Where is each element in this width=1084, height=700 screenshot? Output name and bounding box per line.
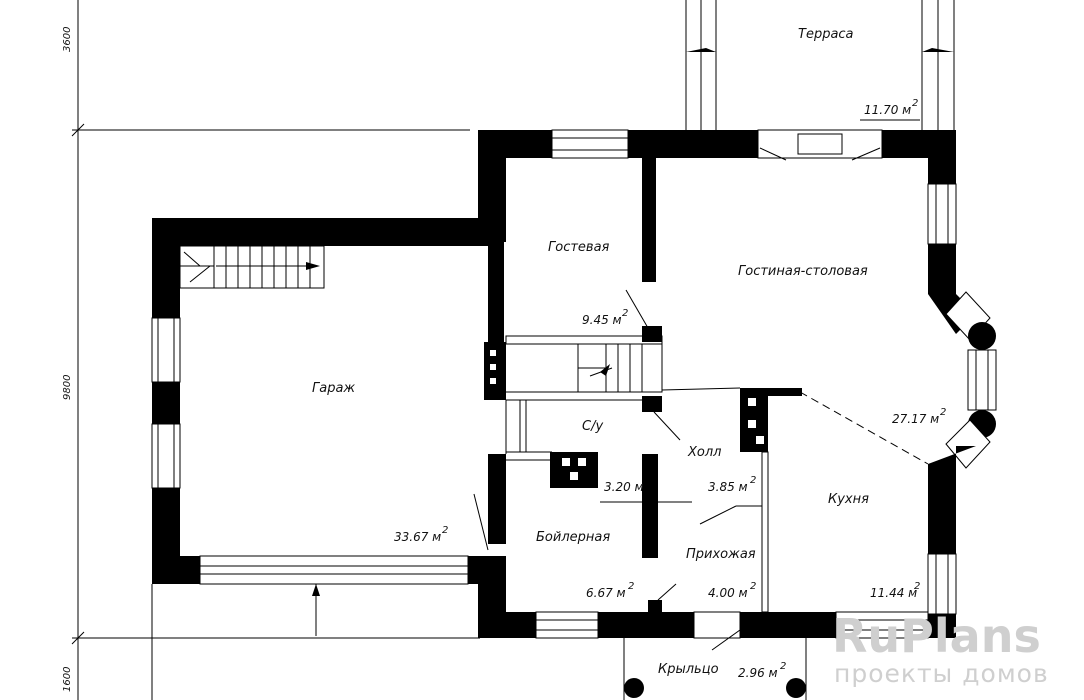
area-superscript: 2 <box>750 581 756 592</box>
terrace-outline <box>685 0 955 130</box>
dimension-middle: 9800 <box>62 375 73 400</box>
room-area-terrace: 11.70 м <box>864 103 911 117</box>
room-area-boiler: 6.67 м <box>586 586 626 600</box>
area-superscript: 2 <box>628 581 634 592</box>
room-name-wc: С/у <box>582 419 603 434</box>
room-area-hall: 3.85 м <box>708 480 748 494</box>
area-superscript: 2 <box>622 308 628 319</box>
garage-walls <box>151 218 504 584</box>
room-area-wc: 3.20 м <box>604 480 644 494</box>
area-superscript: 2 <box>940 407 946 418</box>
porch-outline <box>623 638 807 700</box>
room-area-kitchen: 11.44 м <box>870 586 917 600</box>
room-area-garage: 33.67 м <box>394 530 441 544</box>
room-name-hall: Холл <box>687 445 721 460</box>
area-superscript: 2 <box>750 475 756 486</box>
room-area-porch: 2.96 м <box>738 666 778 680</box>
door-swings <box>473 289 741 651</box>
area-superscript: 2 <box>780 661 786 672</box>
room-area-entry: 4.00 м <box>708 586 748 600</box>
house-stairs <box>577 343 663 393</box>
room-name-terrace: Терраса <box>798 27 854 42</box>
room-name-kitchen: Кухня <box>828 492 869 507</box>
interior-walls <box>505 158 929 613</box>
room-area-guest: 9.45 м <box>582 313 622 327</box>
area-superscript: 2 <box>442 525 448 536</box>
room-area-living: 27.17 м <box>892 412 939 426</box>
dimension-bottom: 1600 <box>62 667 73 692</box>
area-superscript: 2 <box>914 581 920 592</box>
room-name-garage: Гараж <box>312 381 355 396</box>
watermark-brand: RuPlans <box>832 609 1041 663</box>
house-walls <box>478 129 997 639</box>
dimension-top: 3600 <box>62 27 73 52</box>
garage-door <box>151 555 469 700</box>
area-superscript: 2 <box>912 98 918 109</box>
room-name-boiler: Бойлерная <box>536 530 610 545</box>
room-name-entry: Прихожая <box>686 547 756 562</box>
garage-stairs <box>179 245 325 289</box>
dimension-line <box>71 0 480 700</box>
room-name-guest: Гостевая <box>548 240 610 255</box>
watermark-tagline: проекты домов <box>834 659 1049 688</box>
room-name-porch: Крыльцо <box>658 662 719 677</box>
room-name-living: Гостиная-столовая <box>738 264 868 279</box>
